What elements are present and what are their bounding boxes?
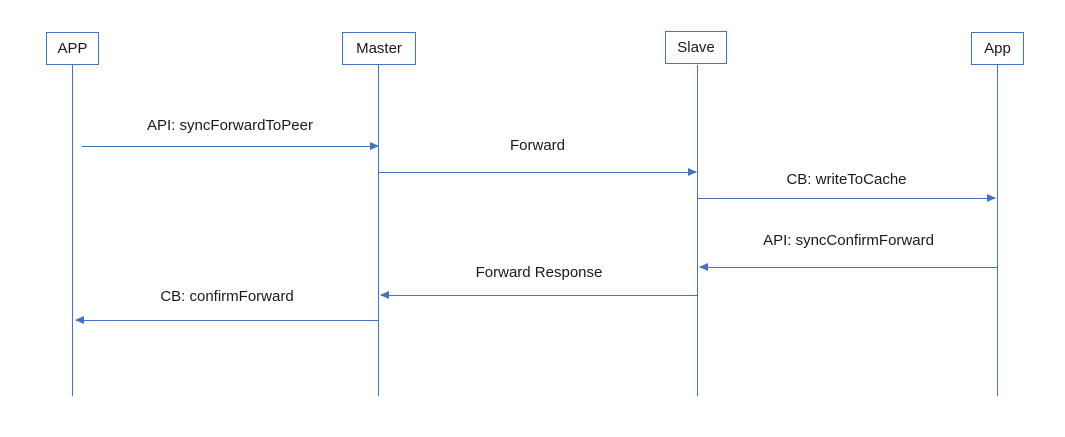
arrowhead-right-icon: [987, 194, 996, 202]
message-label: API: syncConfirmForward: [763, 232, 934, 249]
arrow-line: [82, 146, 378, 148]
actor-label: APP: [57, 40, 88, 57]
arrow-line: [698, 198, 995, 200]
arrowhead-left-icon: [380, 291, 389, 299]
actor-label: Slave: [677, 39, 715, 56]
arrowhead-left-icon: [75, 316, 84, 324]
arrow-line: [381, 295, 697, 297]
lifeline-master: [377, 65, 380, 396]
lifeline-slave: [696, 65, 699, 396]
actor-label: App: [984, 40, 1011, 57]
arrow-line: [379, 172, 696, 174]
lifeline-app-right: [996, 65, 999, 396]
message-label: API: syncForwardToPeer: [147, 117, 313, 134]
arrowhead-left-icon: [699, 263, 708, 271]
arrow-line: [76, 320, 378, 322]
message-label: Forward: [509, 137, 565, 154]
message-label: Forward Response: [475, 264, 603, 281]
actor-label: Master: [356, 40, 402, 57]
actor-box-app-right: App: [971, 32, 1024, 65]
arrowhead-right-icon: [688, 168, 697, 176]
message-label: CB: confirmForward: [160, 288, 294, 305]
actor-box-slave: Slave: [665, 31, 727, 64]
actor-box-master: Master: [342, 32, 416, 65]
arrow-line: [700, 267, 997, 269]
message-label: CB: writeToCache: [786, 171, 907, 188]
actor-box-app-left: APP: [46, 32, 99, 65]
arrowhead-right-icon: [370, 142, 379, 150]
lifeline-app-left: [71, 65, 74, 396]
